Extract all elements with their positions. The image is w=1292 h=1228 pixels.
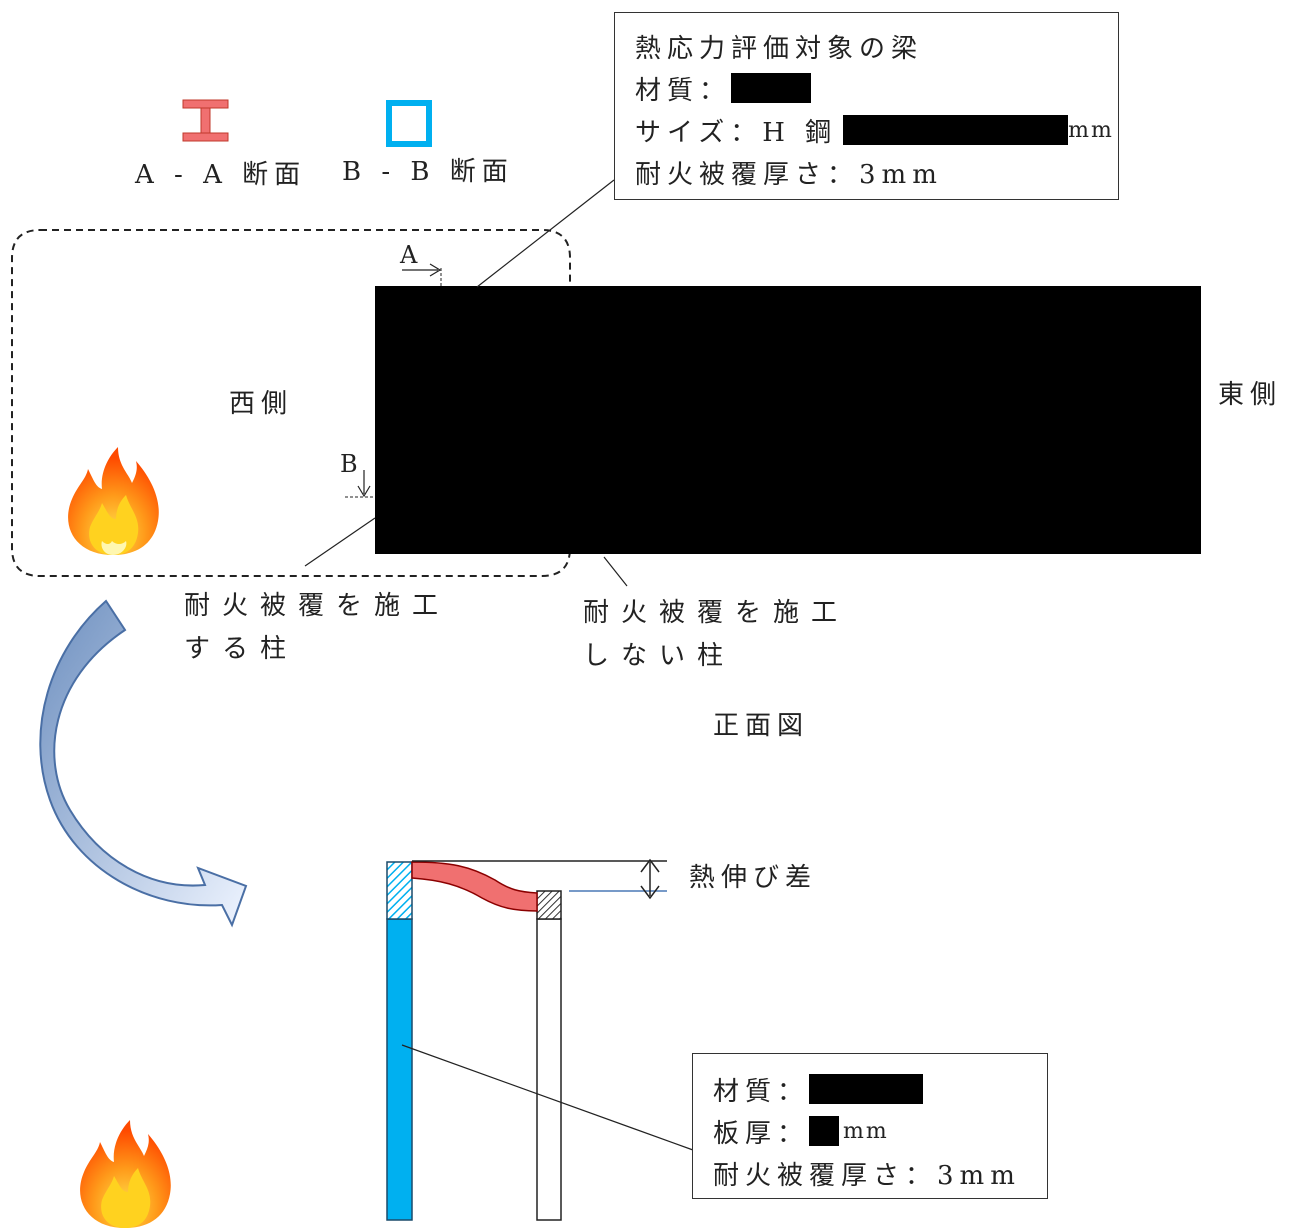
thermal-diff-label: 熱伸び差 xyxy=(689,863,818,893)
fire-icon-lower xyxy=(80,1120,171,1228)
deformed-beam xyxy=(411,861,538,912)
west-side-label: 西側 xyxy=(229,389,294,419)
uncoated-column-label-1: 耐火被覆を施工 xyxy=(583,598,850,628)
beam-size-redaction xyxy=(843,115,1069,145)
plate-material-row: 材質： xyxy=(713,1068,1047,1110)
i-beam-icon xyxy=(182,99,229,142)
beam-leader-line xyxy=(476,179,615,288)
beam-size-row: サイズ：H 鋼 mm xyxy=(635,109,1118,151)
fire-zone-outline xyxy=(11,229,571,577)
marker-a-label: A xyxy=(400,241,424,269)
uncoated-column xyxy=(536,918,562,1221)
fire-icon xyxy=(68,447,159,555)
uncoated-column-label-2: しない柱 xyxy=(583,641,736,671)
front-view-caption: 正面図 xyxy=(713,711,810,741)
plate-material-label: 材質： xyxy=(713,1076,810,1107)
plate-info-box: 材質： 板厚： mm 耐火被覆厚さ：3mm xyxy=(692,1053,1048,1199)
plate-thickness-label: 板厚： xyxy=(713,1118,810,1149)
plate-leader-line xyxy=(401,1044,694,1151)
uncoated-column-leader-line xyxy=(603,556,628,587)
curved-arrow-icon xyxy=(39,599,248,928)
beam-size-unit: mm xyxy=(1068,117,1114,143)
plate-material-redaction xyxy=(809,1074,924,1104)
beam-material-row: 材質： xyxy=(635,67,1118,109)
beam-material-redaction xyxy=(731,73,812,103)
uncoated-column-joint xyxy=(536,890,562,920)
aa-section-label: A - A 断面 xyxy=(135,160,307,190)
section-marker-a xyxy=(402,263,442,286)
marker-b-label: B xyxy=(340,450,364,478)
coated-column-label-1: 耐火被覆を施工 xyxy=(184,591,451,621)
plate-fireproof-row: 耐火被覆厚さ：3mm xyxy=(713,1160,1021,1191)
front-view-redaction xyxy=(375,286,1201,554)
beam-size-label: サイズ：H 鋼 xyxy=(635,117,838,148)
plate-thickness-unit: mm xyxy=(843,1118,889,1144)
coated-column-label-2: する柱 xyxy=(184,634,299,664)
beam-info-title: 熱応力評価対象の梁 xyxy=(635,33,924,64)
beam-fireproof-row: 耐火被覆厚さ：3mm xyxy=(635,159,943,190)
coated-column-leader-line xyxy=(304,517,376,567)
bb-section-label: B - B 断面 xyxy=(342,157,514,187)
coated-column xyxy=(386,918,413,1221)
beam-info-box: 熱応力評価対象の梁 材質： サイズ：H 鋼 mm 耐火被覆厚さ：3mm xyxy=(614,12,1119,200)
thermal-diff-arrow xyxy=(640,858,660,900)
beam-material-label: 材質： xyxy=(635,75,732,106)
square-tube-icon xyxy=(386,100,432,147)
plate-thickness-row: 板厚： mm xyxy=(713,1110,1047,1152)
east-side-label: 東側 xyxy=(1218,380,1283,410)
coated-column-joint xyxy=(386,861,413,920)
plate-thickness-redaction xyxy=(809,1116,840,1146)
section-marker-b xyxy=(345,470,375,498)
